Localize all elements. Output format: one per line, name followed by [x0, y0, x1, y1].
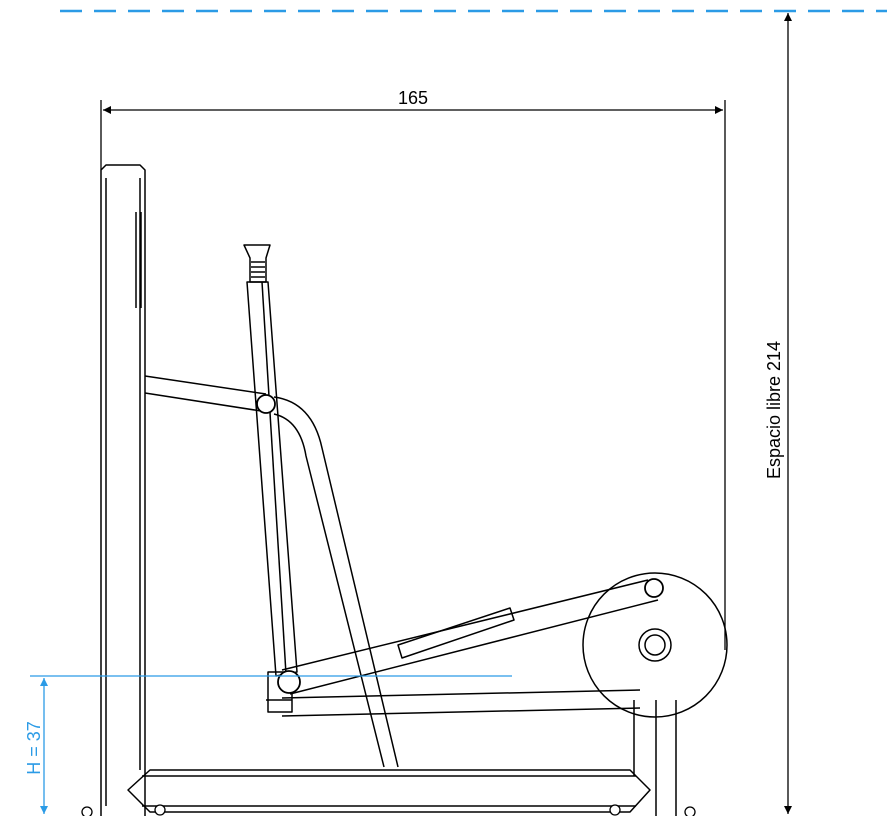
upper-pivot: [256, 394, 276, 414]
height-dimension: [30, 675, 512, 814]
clearance-dimension-label: Espacio libre 214: [764, 341, 784, 479]
height-dimension-label: H = 37: [24, 721, 44, 775]
wheel-pivot: [644, 578, 664, 598]
machine-frame: [100, 164, 728, 816]
lower-pivot: [277, 670, 301, 694]
base-bolts: [81, 804, 696, 816]
width-dimension: [100, 100, 726, 650]
width-dimension-label: 165: [398, 88, 428, 108]
pivot-joints: [256, 394, 664, 694]
